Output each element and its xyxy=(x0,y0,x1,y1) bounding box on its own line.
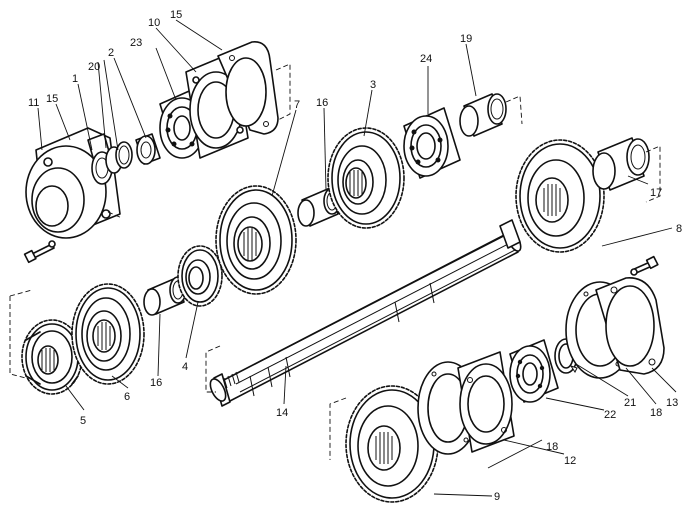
needle-bearing-17 xyxy=(592,137,650,191)
callout-1: 1 xyxy=(72,73,78,85)
bolt-left xyxy=(23,240,56,264)
callout-22: 22 xyxy=(604,409,616,421)
callout-5: 5 xyxy=(80,415,86,427)
gear-9 xyxy=(345,385,439,503)
gear-7 xyxy=(215,185,297,295)
axis-line-19 xyxy=(505,95,523,125)
callout-21: 21 xyxy=(624,397,636,409)
flange-12 xyxy=(457,351,515,453)
ball-bearing-22 xyxy=(509,339,559,403)
callout-9: 9 xyxy=(494,491,500,503)
end-cover-11 xyxy=(25,127,121,239)
nut-2 xyxy=(135,133,161,165)
callout-18-lower: 18 xyxy=(546,441,558,453)
callout-18-upper: 18 xyxy=(650,407,662,419)
callout-7: 7 xyxy=(294,99,300,111)
callout-15-top: 15 xyxy=(170,9,182,21)
callout-15-left: 15 xyxy=(46,93,58,105)
callout-23: 23 xyxy=(130,37,142,49)
axis-line-shaft xyxy=(205,345,221,393)
axis-line-15 xyxy=(275,63,291,121)
axis-line-17 xyxy=(645,145,661,203)
gear-6 xyxy=(71,283,145,385)
leader-lines xyxy=(37,19,677,497)
callout-20: 20 xyxy=(88,61,100,73)
ball-bearing-24 xyxy=(403,107,461,179)
gear-3 xyxy=(327,127,405,229)
gear-4 xyxy=(177,245,223,307)
callout-11: 11 xyxy=(28,97,39,109)
callout-14: 14 xyxy=(276,407,288,419)
callout-19: 19 xyxy=(460,33,472,45)
callout-16-lower: 16 xyxy=(150,377,162,389)
callout-12: 12 xyxy=(564,455,576,467)
gasket-15-top xyxy=(217,41,279,135)
gear-8 xyxy=(515,139,605,253)
callout-24: 24 xyxy=(420,53,432,65)
needle-bearing-19 xyxy=(459,93,507,137)
axis-line-9 xyxy=(329,397,347,460)
end-cover-13 xyxy=(595,277,665,375)
callout-16-upper: 16 xyxy=(316,97,328,109)
gear-5 xyxy=(21,319,83,395)
callout-labels: 1 2 3 4 5 6 7 8 9 10 11 12 13 14 15 15 1… xyxy=(28,9,682,503)
callout-2: 2 xyxy=(108,47,114,59)
bolt-right xyxy=(630,255,659,276)
axis-line-cover xyxy=(107,211,123,219)
axis-line-left xyxy=(9,289,33,379)
callout-10: 10 xyxy=(148,17,160,29)
callout-6: 6 xyxy=(124,391,130,403)
callout-17: 17 xyxy=(650,187,662,199)
callout-8: 8 xyxy=(676,223,682,235)
callout-4: 4 xyxy=(182,361,188,373)
seal-rings-20 xyxy=(91,141,133,185)
needle-bearing-16-lower xyxy=(143,276,187,316)
spline-shaft-14 xyxy=(209,219,522,407)
callout-3: 3 xyxy=(370,79,376,91)
callout-13: 13 xyxy=(666,397,678,409)
